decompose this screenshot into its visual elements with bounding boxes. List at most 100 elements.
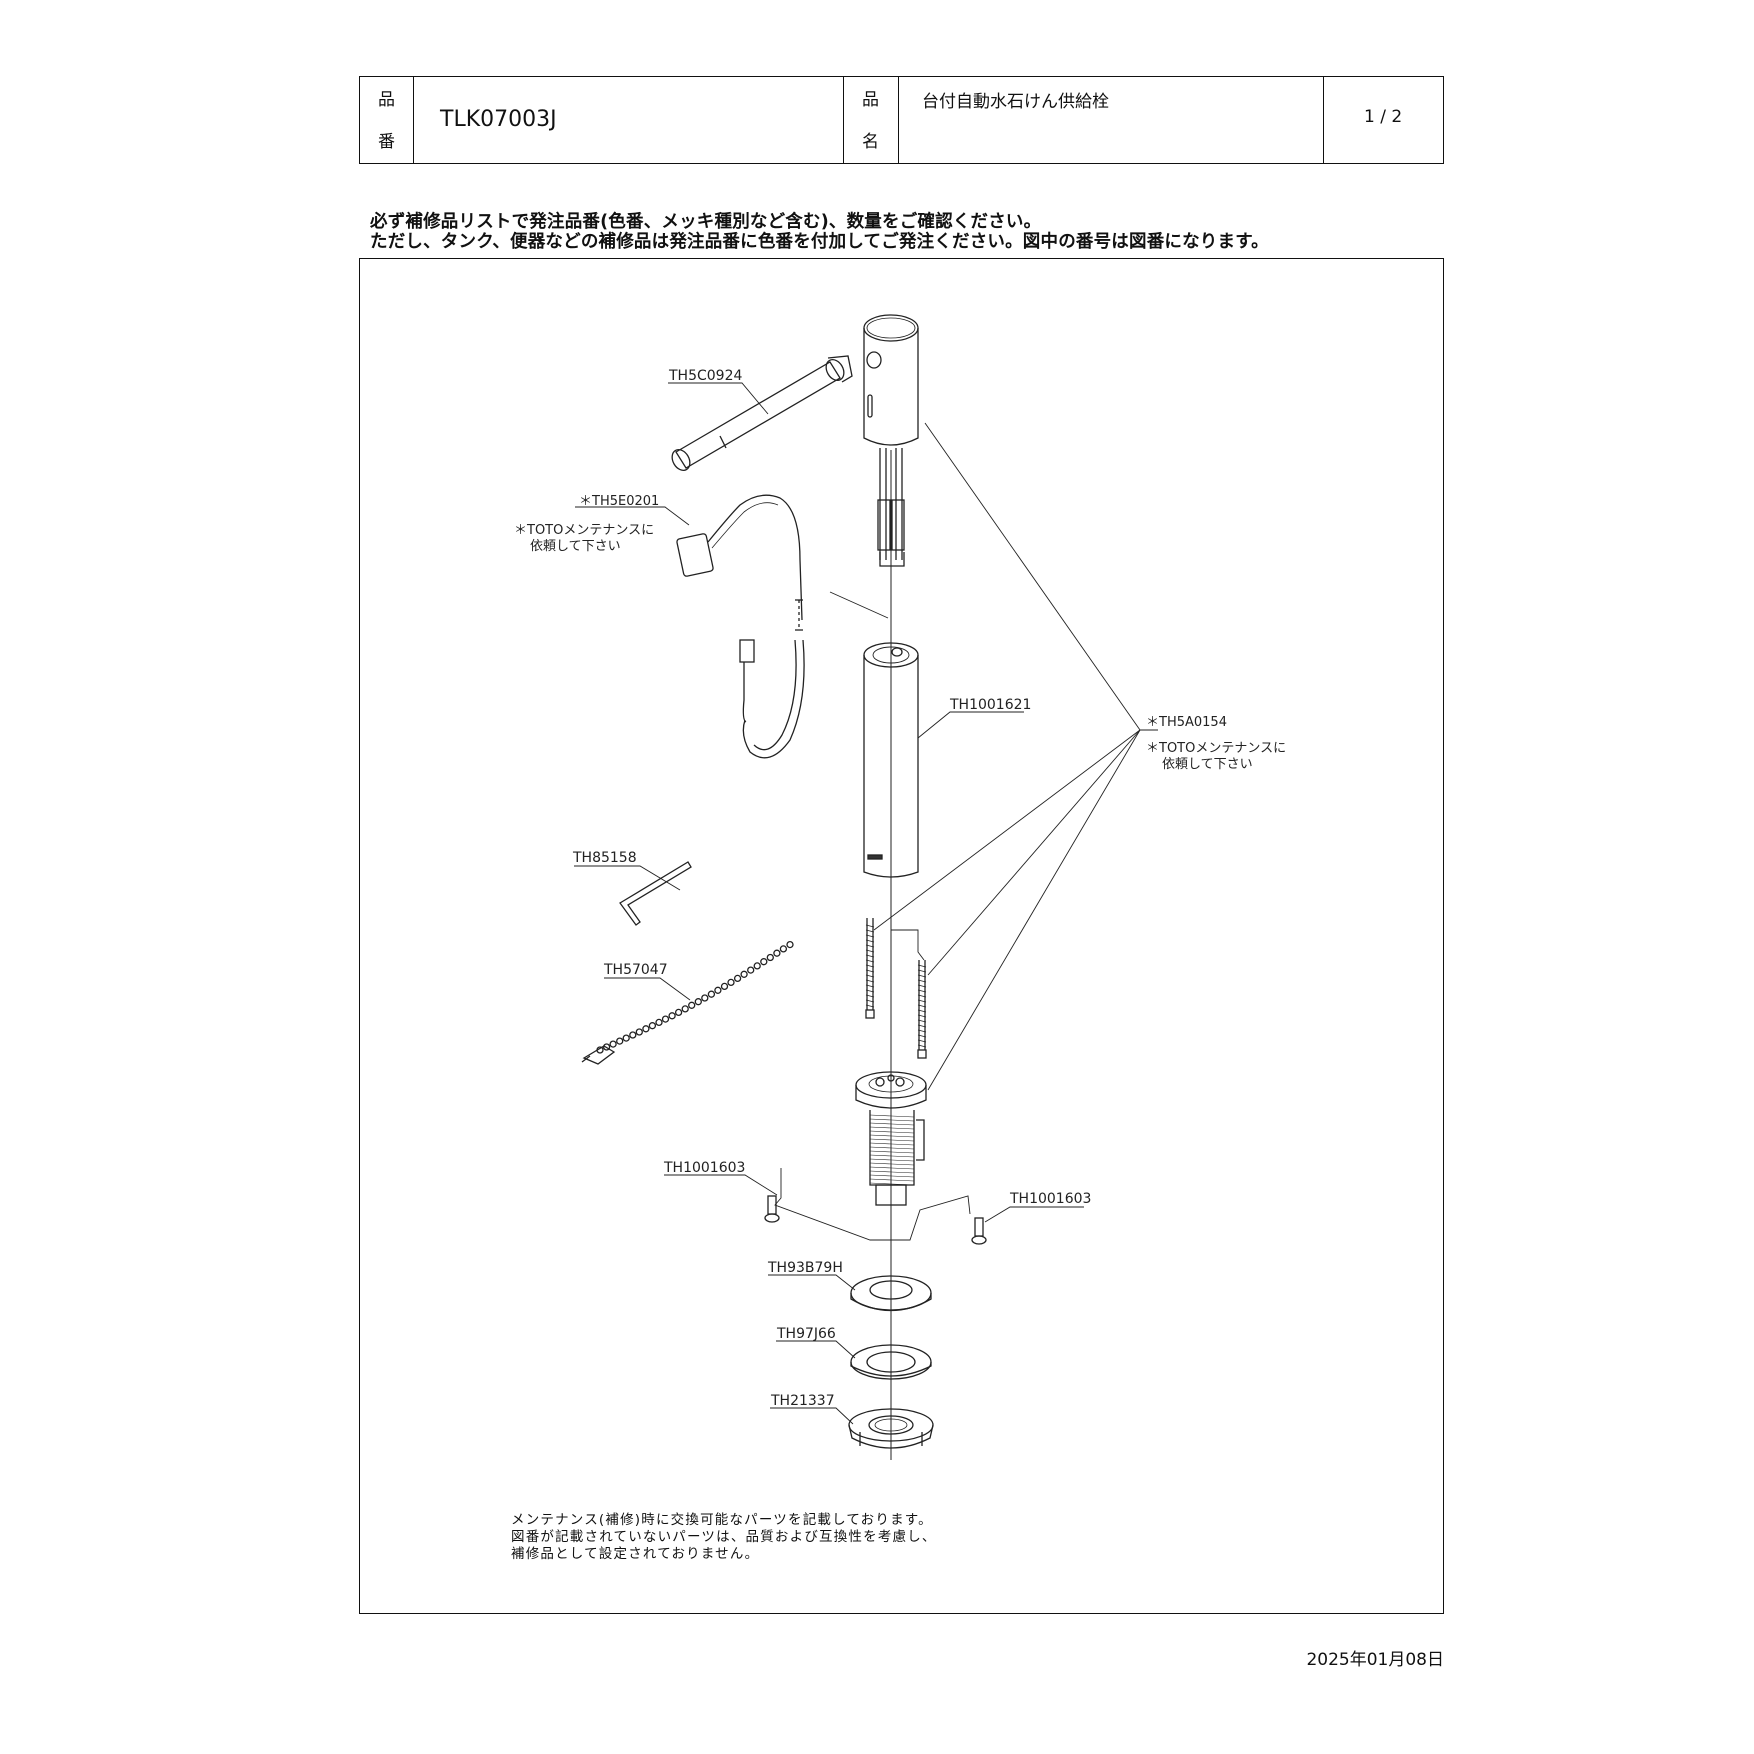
part-no-label: 品	[378, 90, 395, 110]
part-labels: TH5C0924 ＊TH5E0201 ＊TOTOメンテナンスに 依頼して下さい …	[514, 368, 1286, 1409]
chain-bead	[694, 998, 702, 1006]
faucet-body	[863, 642, 919, 878]
chain-bead	[674, 1008, 683, 1017]
chain-bead	[701, 994, 709, 1002]
header-divider	[1323, 77, 1324, 163]
page-indicator: 1 / 2	[1364, 107, 1403, 127]
base-thread	[869, 1162, 915, 1166]
chain-bead	[688, 1001, 696, 1009]
base-thread	[869, 1138, 915, 1142]
part-label: TH5C0924	[668, 368, 742, 384]
faucet-head	[863, 314, 919, 567]
lock-nut	[848, 1408, 934, 1449]
bolt-thread	[917, 1044, 927, 1048]
part-label: TH21337	[770, 1393, 835, 1409]
part-note: ＊TOTOメンテナンスに	[1146, 741, 1286, 756]
bolt-thread	[865, 954, 875, 958]
bolt-thread	[865, 989, 875, 993]
base-thread	[869, 1150, 915, 1154]
header-divider	[843, 77, 844, 163]
chain-bead	[773, 949, 781, 957]
hex-key	[619, 861, 692, 926]
chain-bead	[786, 940, 794, 949]
chain-bead	[668, 1012, 676, 1020]
base-thread	[869, 1182, 915, 1186]
bolt-thread	[865, 994, 875, 998]
part-label: TH57047	[603, 962, 668, 978]
chain-bead	[733, 974, 742, 983]
chain-bead	[655, 1018, 663, 1027]
part-note: ＊TOTOメンテナンスに	[514, 523, 654, 538]
product-name: 台付自動水石けん供給栓	[922, 92, 1109, 112]
base-thread	[869, 1166, 915, 1170]
base-thread	[869, 1146, 915, 1150]
part-label: TH93B79H	[767, 1260, 843, 1276]
base-thread	[869, 1130, 915, 1134]
chain-bead	[635, 1028, 643, 1036]
bolt-thread	[917, 1024, 927, 1028]
long-bolt-left	[865, 918, 875, 1019]
chain-bead	[648, 1022, 657, 1030]
bolt-thread	[917, 989, 927, 993]
chain-bead	[707, 990, 716, 998]
chain-bead	[609, 1040, 617, 1048]
drawing-frame	[359, 258, 1444, 1614]
chain-bead	[766, 953, 774, 962]
bolt-thread	[917, 1009, 927, 1013]
bolt-thread	[865, 924, 875, 928]
base-thread	[869, 1122, 915, 1126]
base-thread	[869, 1174, 915, 1178]
screw-right	[971, 1217, 987, 1245]
bolt-thread	[865, 1004, 875, 1008]
part-no-label: 番	[378, 132, 395, 152]
screw-left	[764, 1195, 780, 1223]
bolt-thread	[865, 959, 875, 963]
part-label: TH85158	[572, 850, 637, 866]
chain-bead	[642, 1025, 650, 1033]
base-thread	[869, 1170, 915, 1174]
footnote-line: メンテナンス(補修)時に交換可能なパーツを記載しております。	[511, 1512, 933, 1528]
notice-line-2: ただし、タンク、便器などの補修品は発注品番に色番を付加してご発注ください。図中の…	[370, 232, 1269, 252]
notice-line-1: 必ず補修品リストで発注品番(色番、メッキ種別など含む)、数量をご確認ください。	[370, 212, 1042, 232]
chain-bead	[760, 958, 768, 966]
part-label: TH97J66	[776, 1326, 836, 1342]
chain-bead	[616, 1037, 624, 1045]
chain-bead	[661, 1015, 670, 1023]
bolt-thread	[917, 994, 927, 998]
bolt-thread	[917, 1019, 927, 1023]
product-name-label: 品	[862, 90, 879, 110]
bolt-thread	[917, 969, 927, 973]
bolt-thread	[865, 999, 875, 1003]
bolt-thread	[865, 949, 875, 953]
base-thread	[869, 1154, 915, 1158]
bolt-thread	[917, 979, 927, 983]
chain-bead	[753, 962, 761, 970]
part-note: 依頼して下さい	[1162, 757, 1253, 772]
bolt-thread	[917, 1029, 927, 1033]
chain-bead	[602, 1043, 611, 1051]
issue-date: 2025年01月08日	[1306, 1650, 1444, 1670]
chain-bead	[622, 1034, 630, 1042]
part-number: TLK07003J	[440, 107, 557, 132]
bolt-thread	[865, 939, 875, 943]
bolt-thread	[865, 984, 875, 988]
long-bolt-right	[917, 960, 927, 1059]
chain-bead	[720, 982, 729, 991]
bolt-thread	[865, 934, 875, 938]
bolt-thread	[865, 974, 875, 978]
mounting-base	[855, 1071, 927, 1206]
bolt-thread	[917, 974, 927, 978]
base-thread	[869, 1178, 915, 1182]
part-note: 依頼して下さい	[530, 539, 621, 554]
bolt-thread	[917, 964, 927, 968]
chain-bead	[740, 970, 748, 978]
part-label: TH1001603	[1009, 1191, 1091, 1207]
part-label: TH1001603	[663, 1160, 745, 1176]
leader-lines	[574, 382, 1158, 1425]
base-thread	[869, 1126, 915, 1130]
base-thread	[869, 1158, 915, 1162]
chain-bead	[629, 1031, 637, 1039]
bolt-thread	[865, 944, 875, 948]
chain-bead	[779, 945, 788, 953]
